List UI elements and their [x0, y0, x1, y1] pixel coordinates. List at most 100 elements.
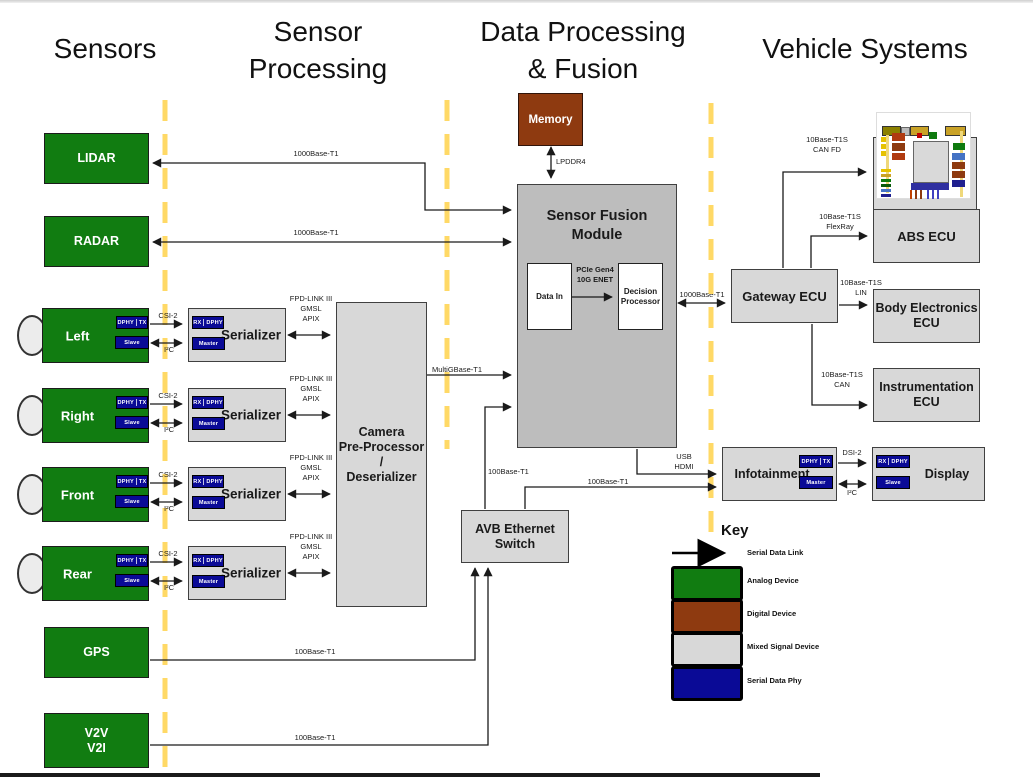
circuit-chip: [952, 180, 965, 187]
gps-label: GPS: [83, 645, 110, 659]
circuit-pad: [881, 144, 886, 149]
heading-line: & Fusion: [527, 53, 639, 84]
circuit-legend-bar: [881, 174, 891, 177]
key-digital-label: Digital Device: [747, 609, 797, 618]
i2c-link-label: I²C: [164, 425, 174, 434]
camera-slave-badge: Slave: [115, 336, 149, 349]
slave-label: Slave: [124, 577, 140, 584]
camera-slave-badge: Slave: [115, 416, 149, 429]
circuit-wire: [920, 190, 922, 199]
circuit-chip: [929, 132, 937, 139]
master-label: Master: [198, 340, 219, 347]
usb-line1: USB: [676, 452, 692, 461]
circuit-trace: [886, 135, 889, 193]
tx-label: TX: [138, 319, 147, 326]
tx-label: TX: [822, 458, 831, 465]
serializer-box: Serializer: [188, 308, 286, 362]
lidar-box: LIDAR: [44, 133, 149, 184]
serializer-rx-dphy-badge: RX DPHY: [192, 396, 224, 409]
flexray-link-label: 10Base-T1S FlexRay: [819, 212, 861, 232]
fusion-title-line1: Sensor Fusion: [546, 208, 648, 224]
csi2-link-label: CSI-2: [158, 470, 178, 479]
csi2-link-label: CSI-2: [158, 549, 178, 558]
fpd-line3: APIX: [302, 313, 320, 323]
circuit-wire: [927, 190, 929, 199]
data-in-label: Data In: [536, 291, 563, 301]
key-digital-swatch: [671, 599, 743, 634]
serializer-master-badge: Master: [192, 496, 225, 509]
fpd-line2: GMSL: [300, 541, 322, 551]
tx-label: TX: [138, 557, 147, 564]
abs-ecu-box: ABS ECU: [873, 209, 980, 263]
csi2-link-label: CSI-2: [158, 311, 178, 320]
circuit-wire: [932, 190, 934, 199]
slave-label: Slave: [124, 498, 140, 505]
lidar-label: LIDAR: [77, 151, 116, 165]
decision-processor-box: Decision Processor: [618, 263, 663, 330]
circuit-chip: [952, 153, 965, 160]
canfd-line1: 10Base-T1S: [806, 135, 848, 144]
lpddr4-link-label: LPDDR4: [556, 157, 586, 166]
camera-slave-badge: Slave: [115, 495, 149, 508]
v2v-box: V2V V2I: [44, 713, 149, 768]
lin-link-label: 10Base-T1S LIN: [840, 278, 882, 298]
body-line2: ECU: [913, 316, 940, 330]
camera-preprocessor-box: Camera Pre-Processor / Deserializer: [336, 302, 427, 607]
camera-label: Front: [60, 487, 95, 502]
circuit-chip: [945, 126, 966, 136]
key-serial-phy-swatch: [671, 666, 743, 701]
radar-box: RADAR: [44, 216, 149, 267]
display-label: Display: [924, 467, 970, 481]
bottom-edge-strip: [0, 773, 820, 777]
key-serial-data-link-label: Serial Data Link: [747, 548, 804, 557]
camera-label: Right: [60, 408, 95, 423]
circuit-legend-bar: [881, 189, 891, 192]
dphy-label: DPHY: [206, 478, 223, 485]
rx-label: RX: [193, 399, 202, 406]
fusion-title-line2: Module: [571, 227, 623, 243]
fusion-title: Sensor Fusion Module: [547, 207, 648, 245]
body-line1: Body Electronics: [875, 301, 978, 315]
lidar-link-label: 1000Base-T1: [293, 149, 339, 158]
serializer-label: Serializer: [221, 327, 282, 343]
flexray-line1: 10Base-T1S: [819, 212, 861, 221]
camera-slave-badge: Slave: [115, 574, 149, 587]
serializer-master-badge: Master: [192, 337, 225, 350]
serializer-label: Serializer: [221, 407, 282, 423]
camera-label: Left: [65, 328, 90, 343]
usb-line2: HDMI: [674, 461, 694, 471]
dphy-label: DPHY: [206, 399, 223, 406]
multigbase-link-label: MultiGBase-T1: [432, 365, 483, 374]
body-electronics-ecu-box: Body Electronics ECU: [873, 289, 980, 343]
circuit-board-image: [876, 112, 971, 199]
fpd-link-label: FPD-LINK III GMSL APIX: [290, 294, 333, 324]
circuit-chip: [892, 143, 905, 151]
serializer-label: Serializer: [221, 486, 282, 502]
flexray-line2: FlexRay: [826, 221, 854, 231]
v2v-label-line1: V2V: [84, 725, 109, 740]
circuit-chip: [892, 133, 905, 141]
serializer-master-badge: Master: [192, 417, 225, 430]
dphy-label: DPHY: [891, 458, 908, 465]
fpd-line2: GMSL: [300, 383, 322, 393]
fpd-link-label: FPD-LINK III GMSL APIX: [290, 453, 333, 483]
circuit-chip: [952, 162, 965, 169]
circuit-chip: [892, 153, 905, 160]
decision-line2: Processor: [620, 296, 661, 306]
switch-line2: Switch: [494, 536, 536, 551]
circuit-wire: [910, 190, 912, 199]
master-label: Master: [198, 420, 219, 427]
radar-link-label: 1000Base-T1: [293, 228, 339, 237]
gateway-ecu-box: Gateway ECU: [731, 269, 838, 323]
can-line1: 10Base-T1S: [821, 370, 863, 379]
fpd-line3: APIX: [302, 472, 320, 482]
tx-label: TX: [138, 399, 147, 406]
fpd-link-label: FPD-LINK III GMSL APIX: [290, 374, 333, 404]
heading-data-processing: Data Processing & Fusion: [458, 13, 708, 87]
